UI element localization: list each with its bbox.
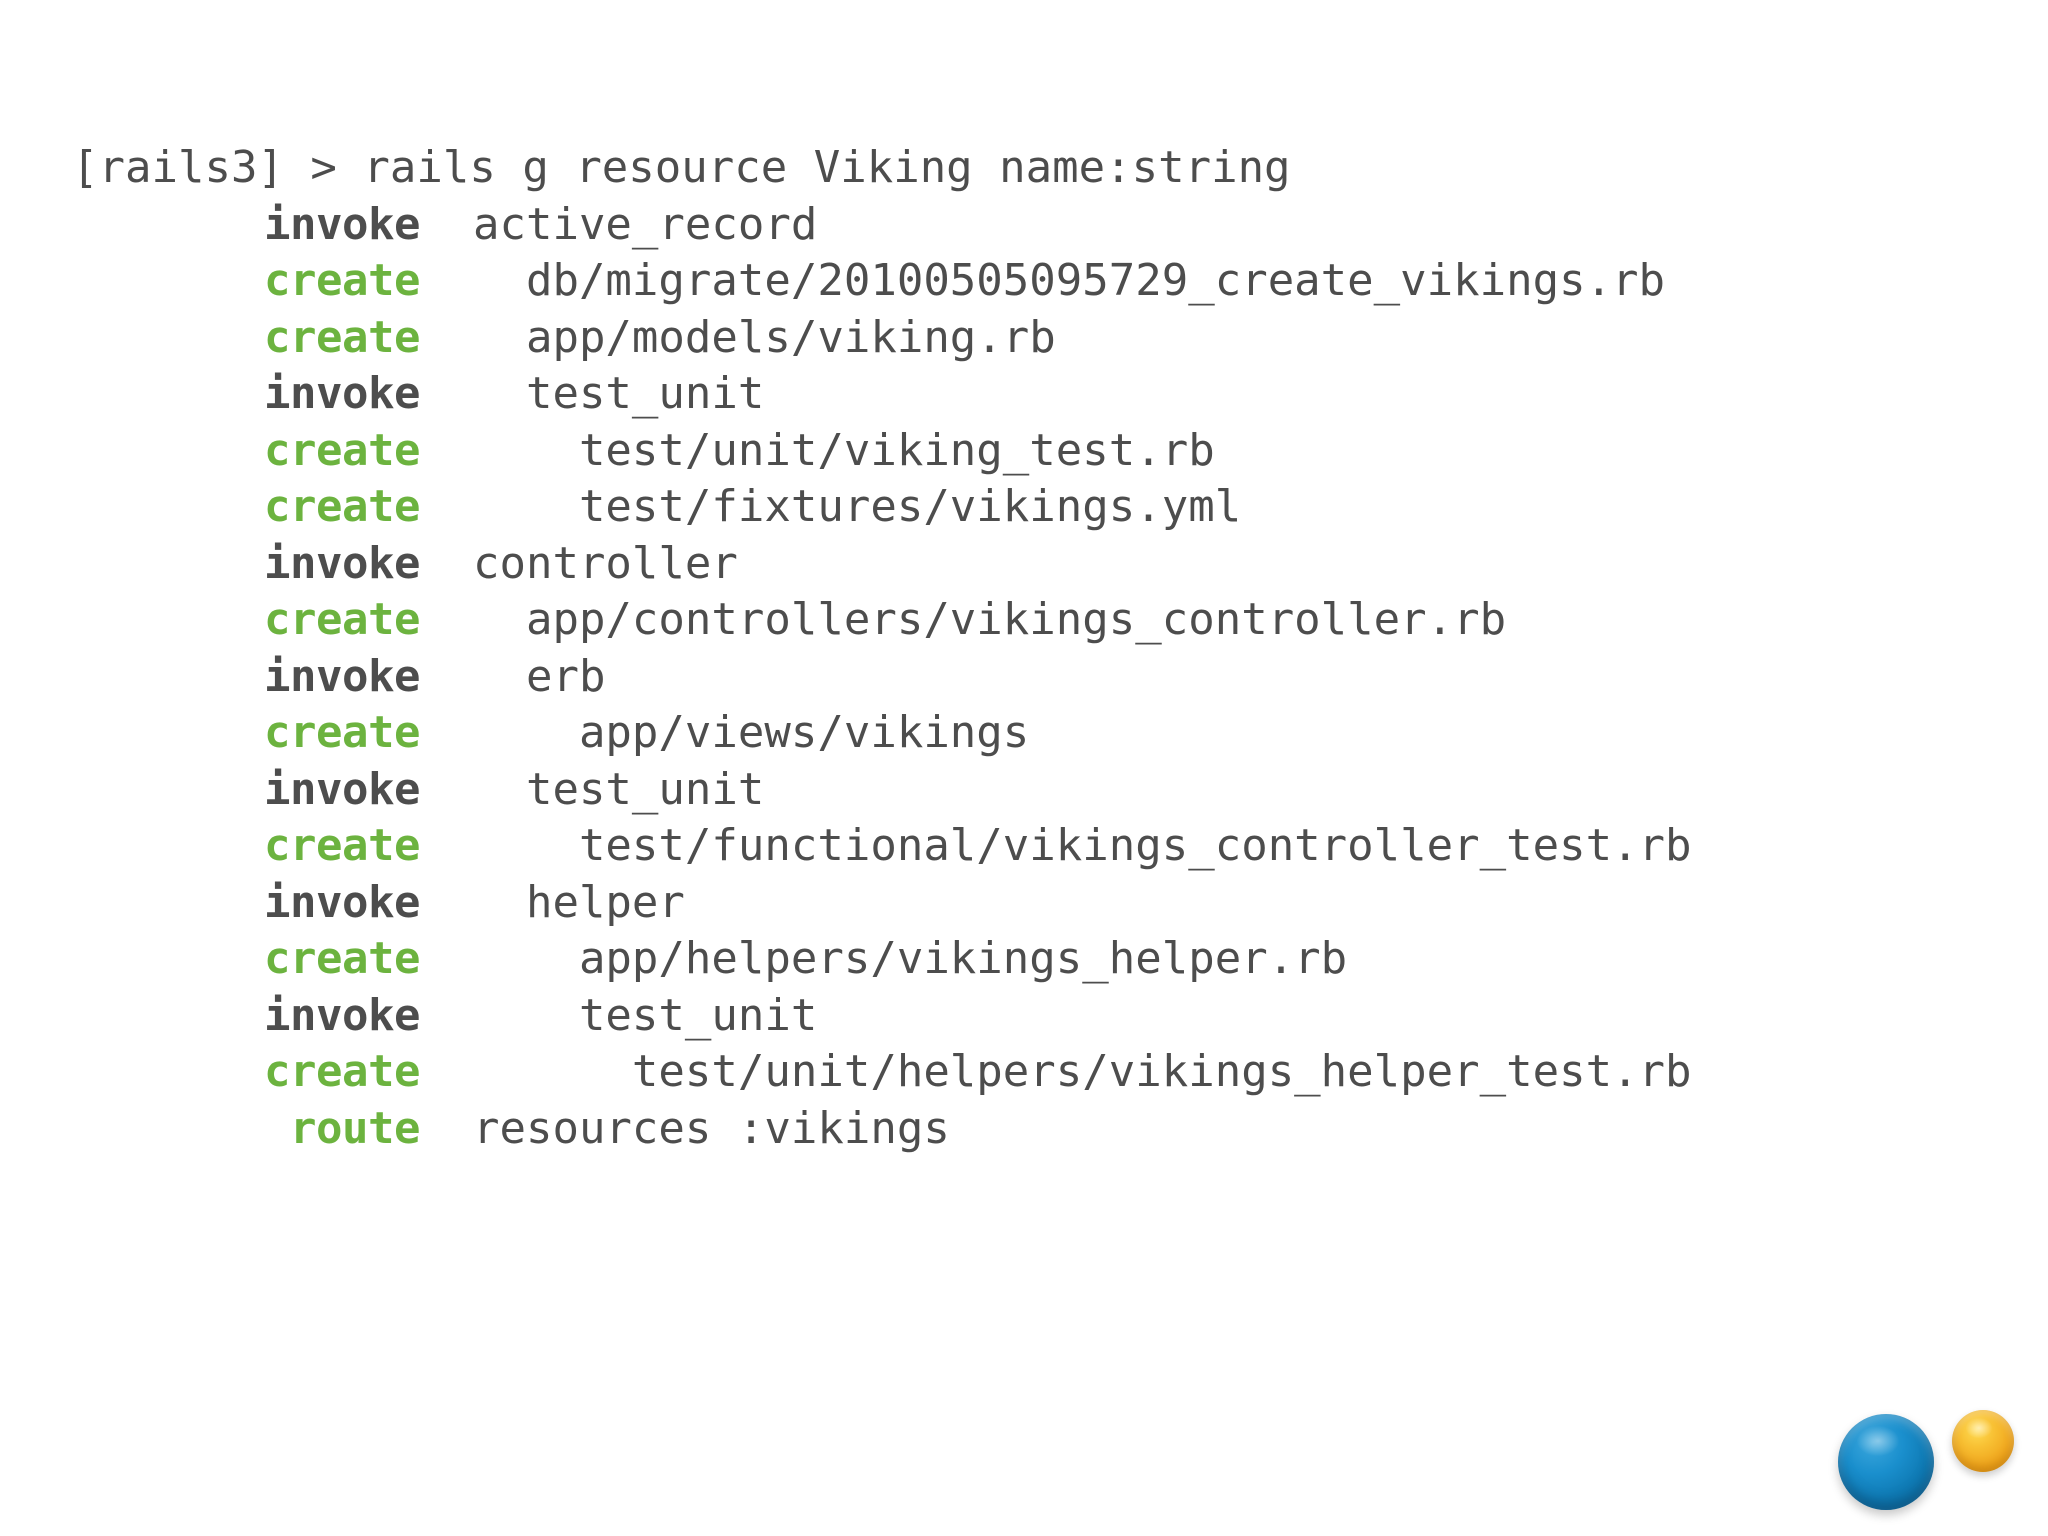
terminal-action-label: create: [264, 255, 420, 306]
terminal-line: create app/views/vikings: [72, 705, 1972, 762]
terminal-action-payload: test_unit: [420, 763, 765, 815]
terminal-line: create db/migrate/20100505095729_create_…: [72, 253, 1972, 310]
terminal-line: invoke controller: [72, 536, 1972, 593]
terminal-action-payload: test/unit/viking_test.rb: [420, 424, 1215, 476]
terminal-action-label: create: [264, 594, 420, 645]
terminal-action-payload: test/unit/helpers/vikings_helper_test.rb: [420, 1046, 1692, 1097]
terminal-action-payload: app/views/vikings: [420, 707, 1030, 758]
terminal-action-label: invoke: [264, 989, 420, 1041]
terminal-line: create app/controllers/vikings_controlle…: [72, 592, 1972, 649]
terminal-action-label: create: [264, 933, 420, 984]
terminal-line: invoke helper: [72, 875, 1972, 932]
terminal-action-label: invoke: [264, 368, 420, 419]
terminal-action-payload: helper: [420, 876, 685, 928]
terminal-action-payload: controller: [420, 537, 738, 589]
terminal-prompt-line: [rails3] > rails g resource Viking name:…: [72, 142, 1291, 193]
orange-bubble-icon: [1952, 1410, 2014, 1472]
terminal-line: create test/functional/vikings_controlle…: [72, 818, 1972, 875]
terminal-transcript: [rails3] > rails g resource Viking name:…: [72, 140, 1972, 1157]
terminal-action-payload: test_unit: [420, 989, 818, 1041]
terminal-action-label: invoke: [264, 198, 420, 250]
terminal-action-label: invoke: [264, 537, 420, 589]
terminal-line: invoke test_unit: [72, 988, 1972, 1045]
terminal-action-payload: app/helpers/vikings_helper.rb: [420, 933, 1348, 984]
terminal-action-payload: db/migrate/20100505095729_create_vikings…: [420, 255, 1666, 306]
terminal-action-label: route: [290, 1102, 420, 1154]
terminal-line: invoke test_unit: [72, 762, 1972, 819]
terminal-line: create test/unit/helpers/vikings_helper_…: [72, 1044, 1972, 1101]
terminal-line: invoke erb: [72, 649, 1972, 706]
blue-bubble-icon: [1838, 1414, 1934, 1510]
terminal-action-payload: test/fixtures/vikings.yml: [420, 481, 1242, 532]
terminal-action-label: create: [264, 1046, 420, 1097]
terminal-action-label: create: [264, 707, 420, 758]
terminal-action-label: create: [264, 481, 420, 532]
terminal-line: route resources :vikings: [72, 1101, 1972, 1158]
terminal-action-payload: test/functional/vikings_controller_test.…: [420, 820, 1692, 871]
terminal-action-payload: test_unit: [420, 368, 765, 419]
terminal-action-payload: erb: [420, 650, 606, 702]
terminal-action-payload: resources :vikings: [420, 1102, 950, 1154]
terminal-line: create test/unit/viking_test.rb: [72, 423, 1972, 480]
decorative-bubbles: [1830, 1370, 2030, 1530]
terminal-action-label: invoke: [264, 876, 420, 928]
terminal-line: create app/helpers/vikings_helper.rb: [72, 931, 1972, 988]
terminal-action-payload: app/models/viking.rb: [420, 311, 1056, 363]
terminal-action-payload: active_record: [420, 198, 818, 250]
terminal-action-label: create: [264, 424, 420, 476]
terminal-action-label: create: [264, 311, 420, 363]
terminal-line: invoke test_unit: [72, 366, 1972, 423]
terminal-line: create test/fixtures/vikings.yml: [72, 479, 1972, 536]
terminal-action-payload: app/controllers/vikings_controller.rb: [420, 594, 1507, 645]
terminal-action-label: invoke: [264, 650, 420, 702]
terminal-line: create app/models/viking.rb: [72, 310, 1972, 367]
terminal-action-label: invoke: [264, 763, 420, 815]
terminal-line: invoke active_record: [72, 197, 1972, 254]
terminal-action-label: create: [264, 820, 420, 871]
